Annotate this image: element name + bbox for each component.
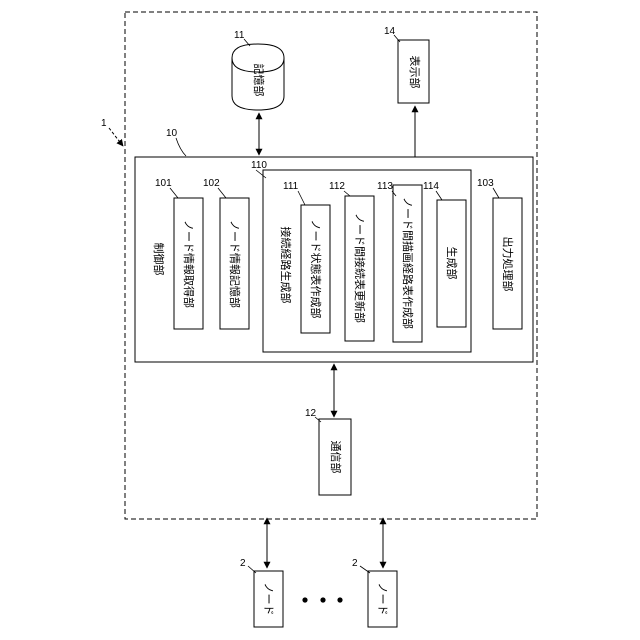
control-label: 制御部 bbox=[152, 243, 166, 276]
control-ref: 10 bbox=[166, 128, 178, 139]
node-conn-update-ref: 112 bbox=[329, 181, 345, 192]
node-state-table-label: ノード状態表作成部 bbox=[309, 220, 323, 319]
node-draw-route-label: ノード間描画経路表作成部 bbox=[401, 197, 415, 329]
storage-ref: 11 bbox=[234, 30, 245, 41]
node-info-store-label: ノード情報記憶部 bbox=[228, 220, 242, 308]
node-state-table-ref: 111 bbox=[283, 181, 299, 192]
node-right-ref: 2 bbox=[352, 558, 358, 569]
storage-label: 記憶部 bbox=[252, 64, 266, 97]
node-left-ref: 2 bbox=[240, 558, 246, 569]
node-info-store-ref: 102 bbox=[203, 178, 220, 189]
node-info-acquire-ref: 101 bbox=[155, 178, 172, 189]
node-conn-update-label: ノード間接続表更新部 bbox=[353, 213, 367, 323]
node-info-acquire-label: ノード情報取得部 bbox=[182, 220, 196, 308]
system-leader bbox=[109, 128, 123, 146]
node-draw-route-ref: 113 bbox=[377, 181, 393, 192]
generator-label: 生成部 bbox=[445, 247, 459, 280]
ellipsis-dots bbox=[302, 597, 342, 602]
route-gen-ref: 110 bbox=[251, 160, 267, 171]
output-proc-ref: 103 bbox=[477, 178, 494, 189]
display-label: 表示部 bbox=[408, 56, 422, 89]
node-right-label: ノード bbox=[376, 583, 389, 616]
output-proc-label: 出力処理部 bbox=[501, 237, 515, 292]
system-ref: 1 bbox=[101, 118, 107, 129]
route-gen-label: 接続経路生成部 bbox=[279, 227, 293, 304]
comm-label: 通信部 bbox=[329, 441, 343, 474]
node-left-label: ノード bbox=[262, 583, 275, 616]
generator-ref: 114 bbox=[423, 181, 439, 192]
